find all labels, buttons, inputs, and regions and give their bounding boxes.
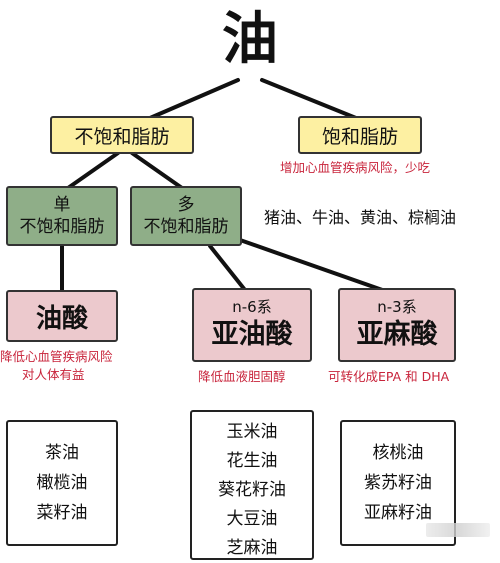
watermark	[426, 523, 490, 537]
linoleic-acid-note: 降低血液胆固醇	[198, 369, 286, 384]
saturated-fat-label: 饱和脂肪	[321, 125, 398, 148]
linoleic-acid-series: n-6系	[232, 298, 272, 316]
oil-item: 核桃油	[372, 443, 424, 463]
linoleic-acid-node: n-6系 亚油酸	[192, 288, 312, 362]
oleic-acid-node: 油酸	[6, 290, 118, 342]
poly-unsaturated-line2: 不饱和脂肪	[143, 217, 229, 237]
oil-item: 玉米油	[226, 422, 278, 442]
poly-unsaturated-node: 多 不饱和脂肪	[130, 186, 242, 246]
connector-lines	[60, 78, 390, 294]
poly-unsaturated-line1: 多	[177, 195, 195, 215]
oleic-oils-list: 茶油 橄榄油 菜籽油	[6, 420, 118, 546]
connector-unsat-poly	[130, 151, 184, 190]
connector-poly-n3	[238, 238, 390, 294]
oil-item: 芝麻油	[226, 538, 278, 558]
oleic-acid-note-1: 降低心血管疾病风险	[0, 349, 113, 364]
oil-item: 花生油	[226, 451, 278, 471]
linolenic-acid-note: 可转化成EPA 和 DHA	[328, 369, 450, 384]
linoleic-oils-list: 玉米油 花生油 葵花籽油 大豆油 芝麻油	[190, 410, 314, 560]
unsaturated-fat-label: 不饱和脂肪	[74, 125, 170, 148]
saturated-fat-node: 饱和脂肪	[298, 116, 422, 154]
linolenic-acid-series: n-3系	[377, 298, 417, 316]
oil-item: 亚麻籽油	[364, 503, 432, 523]
saturated-fat-note: 增加心血管疾病风险，少吃	[280, 160, 431, 175]
oil-item: 紫苏籽油	[364, 473, 432, 493]
connector-poly-n6	[208, 244, 247, 292]
mono-unsaturated-line1: 单	[53, 195, 71, 215]
oil-item: 菜籽油	[36, 503, 88, 523]
connector-unsat-mono	[66, 151, 120, 190]
oil-item: 橄榄油	[36, 473, 88, 493]
linolenic-acid-node: n-3系 亚麻酸	[338, 288, 456, 362]
oleic-acid-label: 油酸	[35, 303, 88, 334]
mono-unsaturated-node: 单 不饱和脂肪	[6, 186, 118, 246]
linoleic-acid-label: 亚油酸	[211, 319, 293, 350]
connector-oil-unsat	[148, 78, 240, 120]
mono-unsaturated-line2: 不饱和脂肪	[19, 217, 105, 237]
unsaturated-fat-node: 不饱和脂肪	[50, 116, 194, 154]
connector-oil-sat	[260, 78, 358, 120]
saturated-fat-examples: 猪油、牛油、黄油、棕榈油	[264, 208, 457, 227]
oil-item: 大豆油	[226, 509, 278, 529]
oleic-acid-note-2: 对人体有益	[22, 367, 85, 382]
linolenic-acid-label: 亚麻酸	[356, 319, 438, 350]
page-title: 油	[222, 7, 278, 72]
oil-item: 葵花籽油	[218, 480, 286, 500]
oil-item: 茶油	[45, 443, 79, 463]
